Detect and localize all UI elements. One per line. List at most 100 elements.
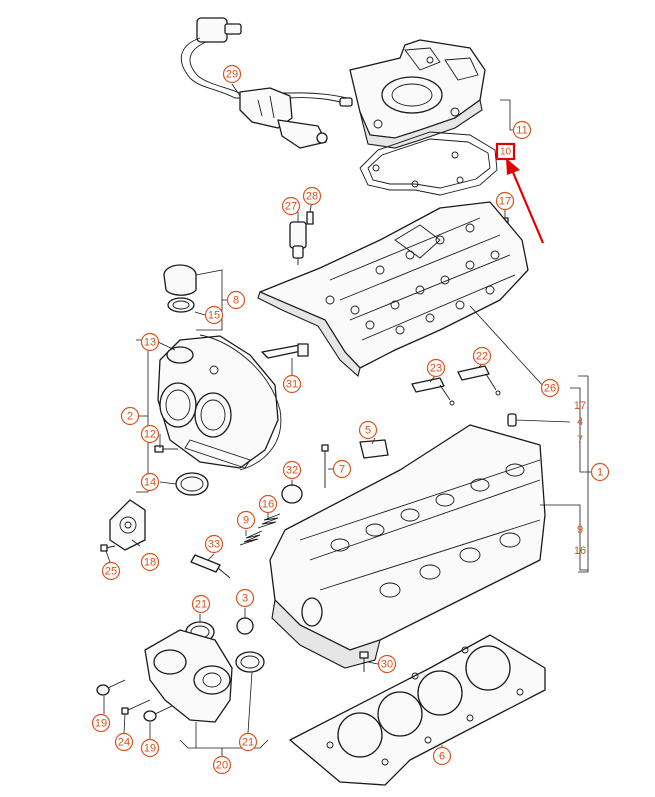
side-label-s17: 17 <box>574 400 586 412</box>
callout-label: 5 <box>365 425 371 437</box>
callout-label: 23 <box>430 363 442 375</box>
callout-circle <box>235 588 255 608</box>
timing-case-cover <box>157 334 282 471</box>
callout-label: 26 <box>544 383 556 395</box>
solenoid-valve <box>289 211 314 265</box>
callout-label: 21 <box>195 599 207 611</box>
callout-label: 12 <box>144 429 156 441</box>
callout-circle <box>282 460 302 480</box>
spring-9 <box>239 530 263 546</box>
callout-circle <box>495 191 515 211</box>
callout-27: 27 <box>281 196 301 216</box>
callout-circle <box>590 462 610 482</box>
callout-circle <box>140 738 160 758</box>
callout-15: 15 <box>204 305 224 325</box>
callout-2: 2 <box>120 406 140 426</box>
sender-18 <box>109 499 146 551</box>
callout-11: 11 <box>512 120 532 140</box>
callout-22: 22 <box>472 346 492 366</box>
callout-circle <box>236 510 256 530</box>
part-23 <box>411 377 455 406</box>
callout-circle <box>472 346 492 366</box>
callout-circle <box>204 534 224 554</box>
callout-label: 30 <box>381 659 393 671</box>
cylinder-head-cover <box>257 201 529 378</box>
callout-3: 3 <box>235 588 255 608</box>
callout-8: 8 <box>226 290 246 310</box>
bolt-19-right <box>143 705 173 722</box>
callout-label: 15 <box>208 310 220 322</box>
sensor-33 <box>190 554 231 579</box>
callout-14: 14 <box>140 472 160 492</box>
callout-21b: 21 <box>238 732 258 752</box>
callout-circle <box>332 459 352 479</box>
callout-circle <box>91 713 111 733</box>
callout-30: 30 <box>377 654 397 674</box>
callout-label: 6 <box>439 751 445 763</box>
callout-circle <box>281 196 301 216</box>
callout-circle <box>432 746 452 766</box>
callout-29: 29 <box>222 64 242 84</box>
callout-circle <box>140 424 160 444</box>
callout-label: 28 <box>306 191 318 203</box>
callout-circle <box>101 561 121 581</box>
callout-circle <box>140 332 160 352</box>
part-22 <box>457 365 501 396</box>
highlighted-callout-label: 10 <box>500 147 512 158</box>
callout-label: 11 <box>516 125 527 137</box>
screw-25 <box>100 544 116 552</box>
callout-5: 5 <box>358 420 378 440</box>
callout-label: 19 <box>95 718 107 730</box>
callout-label: 14 <box>144 477 156 489</box>
callout-circle <box>191 594 211 614</box>
callout-19a: 19 <box>91 713 111 733</box>
sensor-31 <box>261 343 309 359</box>
callout-7a: 7 <box>332 459 352 479</box>
callout-13: 13 <box>140 332 160 352</box>
callout-label: 18 <box>144 557 156 569</box>
callout-label: 16 <box>262 499 274 511</box>
side-label-s4: 4 <box>577 416 583 428</box>
part-5 <box>359 439 389 459</box>
callout-circle <box>140 552 160 572</box>
callout-26: 26 <box>540 378 560 398</box>
bolt-30 <box>359 651 369 672</box>
callout-circle <box>238 732 258 752</box>
callout-label: 33 <box>208 539 220 551</box>
callout-label: 21 <box>242 737 254 749</box>
callout-16a: 16 <box>258 494 278 514</box>
callout-12: 12 <box>140 424 160 444</box>
callout-label: 31 <box>286 379 298 391</box>
bolt-19-left <box>96 679 126 696</box>
callout-label: 2 <box>127 411 133 423</box>
spring-16 <box>257 513 281 529</box>
separator-gasket <box>359 131 498 196</box>
callout-label: 19 <box>144 743 156 755</box>
callout-17a: 17 <box>495 191 515 211</box>
highlighted-callout-10: 10 <box>495 142 516 161</box>
callout-circle <box>120 406 140 426</box>
callout-circle <box>222 64 242 84</box>
callout-label: 13 <box>144 337 156 349</box>
callout-circle <box>226 290 246 310</box>
cylinder-head <box>269 424 546 669</box>
oil-separator <box>349 39 486 149</box>
callout-circle <box>282 374 302 394</box>
callout-label: 29 <box>226 69 238 81</box>
callout-21a: 21 <box>191 594 211 614</box>
callout-circle <box>204 305 224 325</box>
callout-circle <box>358 420 378 440</box>
oil-filler-cap <box>163 264 197 313</box>
callout-33: 33 <box>204 534 224 554</box>
callout-label: 25 <box>105 566 117 578</box>
callout-label: 22 <box>476 351 488 363</box>
callout-28: 28 <box>302 186 322 206</box>
callout-label: 27 <box>285 201 297 213</box>
callout-label: 1 <box>597 467 603 479</box>
callout-9a: 9 <box>236 510 256 530</box>
plug-3 <box>236 617 254 635</box>
callout-circle <box>512 120 532 140</box>
side-label-s7: 7 <box>577 434 583 446</box>
